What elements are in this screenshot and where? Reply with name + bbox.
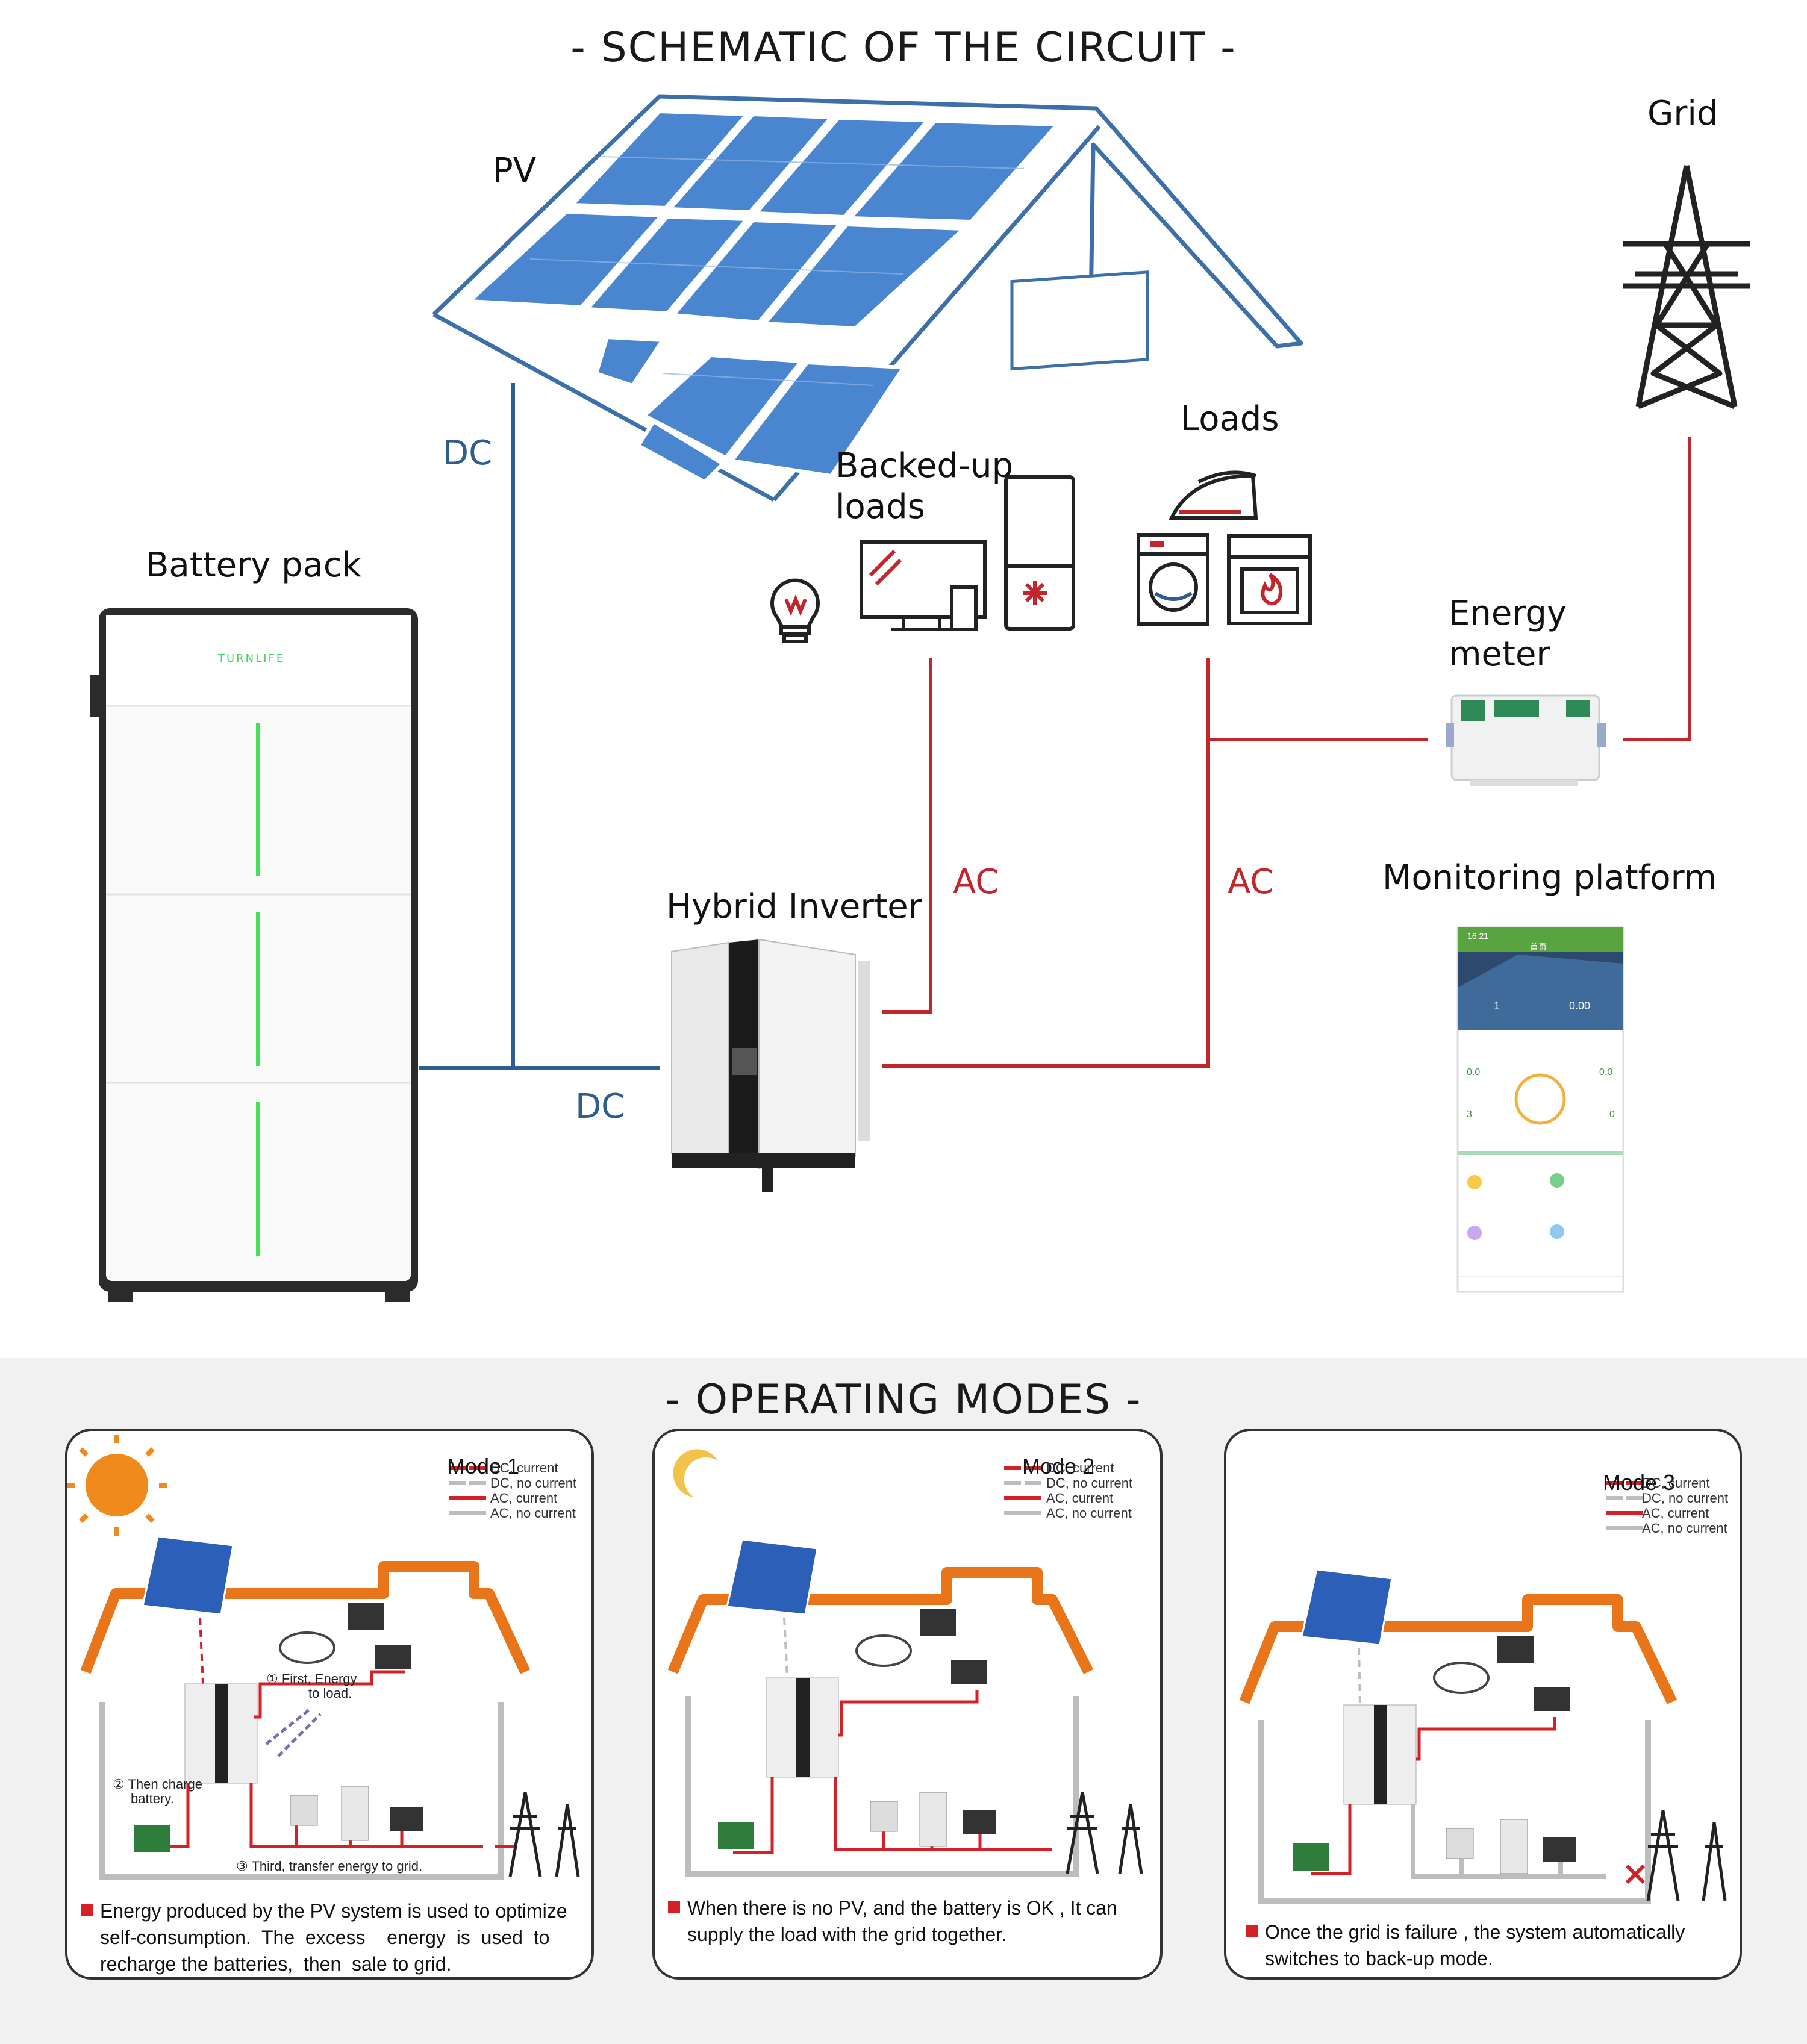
mode-1-title: Mode 1: [447, 1454, 520, 1478]
circuit-schematic: [90, 94, 1750, 1302]
mode-3-description: Once the grid is failure , the system au…: [1246, 1919, 1685, 1972]
mode-2-legend-dc-no-current: DC, no current: [1046, 1475, 1133, 1491]
mode-2-diagram: [667, 1449, 1143, 1877]
mode-3-legend-dc-no-current: DC, no current: [1642, 1491, 1729, 1506]
mode-1-legend-ac-current: AC, current: [490, 1491, 558, 1506]
monitoring-platform-label: Monitoring platform: [1382, 858, 1717, 897]
mode-3-title: Mode 3: [1603, 1470, 1676, 1495]
ac-right-label: AC: [1228, 862, 1274, 902]
mode-3-card: Mode 3 DC, current DC, no current AC, cu…: [1224, 1429, 1742, 1980]
panel-cells: [529, 156, 1025, 386]
lightbulb-icon: [770, 578, 820, 643]
mode-1-legend-dc-no-current: DC, no current: [490, 1475, 577, 1491]
mode-2-legend-dc-current: DC, current: [1046, 1460, 1114, 1475]
mode-1-diagram: [67, 1435, 580, 1880]
mode-2-legend-ac-no-current: AC, no current: [1046, 1506, 1132, 1521]
mode-1-description: Energy produced by the PV system is used…: [81, 1898, 567, 1977]
hybrid-inverter: [671, 938, 870, 1192]
phone-val4: 0: [1609, 1109, 1615, 1120]
iron-icon: [1169, 470, 1258, 520]
ac-wires: [882, 437, 1691, 1068]
mode-2-title: Mode 2: [1022, 1454, 1095, 1478]
phone-val2: 0.0: [1599, 1067, 1613, 1077]
grid-label: Grid: [1647, 94, 1718, 133]
solar-panels: [465, 109, 1061, 484]
mode-1-legend-dc-current: DC, current: [490, 1460, 558, 1475]
oven-icon: [1227, 534, 1312, 625]
pv-label: PV: [493, 151, 537, 190]
mode-1-step-2: ② Then charge battery.: [113, 1777, 202, 1806]
operating-modes-title: - OPERATING MODES -: [665, 1376, 1142, 1424]
mode-3-legend-ac-current: AC, current: [1642, 1506, 1709, 1521]
monitoring-phone: [1456, 926, 1624, 1293]
mode-3-legend-ac-no-current: AC, no current: [1642, 1521, 1727, 1536]
mode-1-legend-ac-no-current: AC, no current: [490, 1506, 576, 1521]
energy-meter: [1446, 694, 1606, 786]
dc-lower-label: DC: [575, 1087, 625, 1126]
battery-pack: [90, 608, 418, 1302]
mode-2-card: Mode 2 DC, current DC, no current AC, cu…: [652, 1429, 1163, 1980]
mode-2-legend-ac-current: AC, current: [1046, 1491, 1114, 1506]
battery-pack-label: Battery pack: [146, 546, 362, 585]
washing-machine-icon: [1137, 533, 1209, 626]
hybrid-inverter-label: Hybrid Inverter: [666, 887, 922, 926]
mode-1-step-1: ① First, Energy to load.: [266, 1671, 357, 1701]
mode-1-legend-swatches: [449, 1466, 486, 1515]
mode-1-card: Mode 1 DC, current DC, no current AC, cu…: [65, 1429, 594, 1980]
ac-left-label: AC: [953, 862, 999, 902]
mode-3-diagram: [1239, 1481, 1727, 1904]
page-title: - SCHEMATIC OF THE CIRCUIT -: [570, 24, 1237, 72]
energy-meter-label: Energy meter: [1449, 594, 1567, 674]
battery-brand-logo: TURNLIFE: [218, 652, 286, 665]
mode-2-description: When there is no PV, and the battery is …: [668, 1895, 1117, 1948]
phone-stat-right: 0.00: [1569, 1000, 1591, 1012]
phone-title: 首页: [1530, 942, 1547, 952]
mode-3-legend-dc-current: DC, current: [1642, 1475, 1710, 1491]
tv-icon: [860, 540, 987, 631]
dc-wires: [419, 383, 660, 1070]
phone-status-time: 16:21: [1467, 931, 1489, 941]
fridge-icon: [1004, 475, 1075, 631]
phone-stat-left: 1: [1494, 1000, 1500, 1012]
dc-upper-label: DC: [443, 434, 493, 473]
loads-label: Loads: [1181, 399, 1279, 438]
house-window: [1010, 270, 1149, 371]
phone-val3: 3: [1467, 1109, 1472, 1120]
grid-tower-icon: [1623, 165, 1750, 410]
backed-up-loads-label: Backed-up loads: [835, 446, 1014, 526]
mode-1-step-3: ③ Third, transfer energy to grid.: [236, 1859, 423, 1874]
phone-val1: 0.0: [1467, 1067, 1481, 1077]
